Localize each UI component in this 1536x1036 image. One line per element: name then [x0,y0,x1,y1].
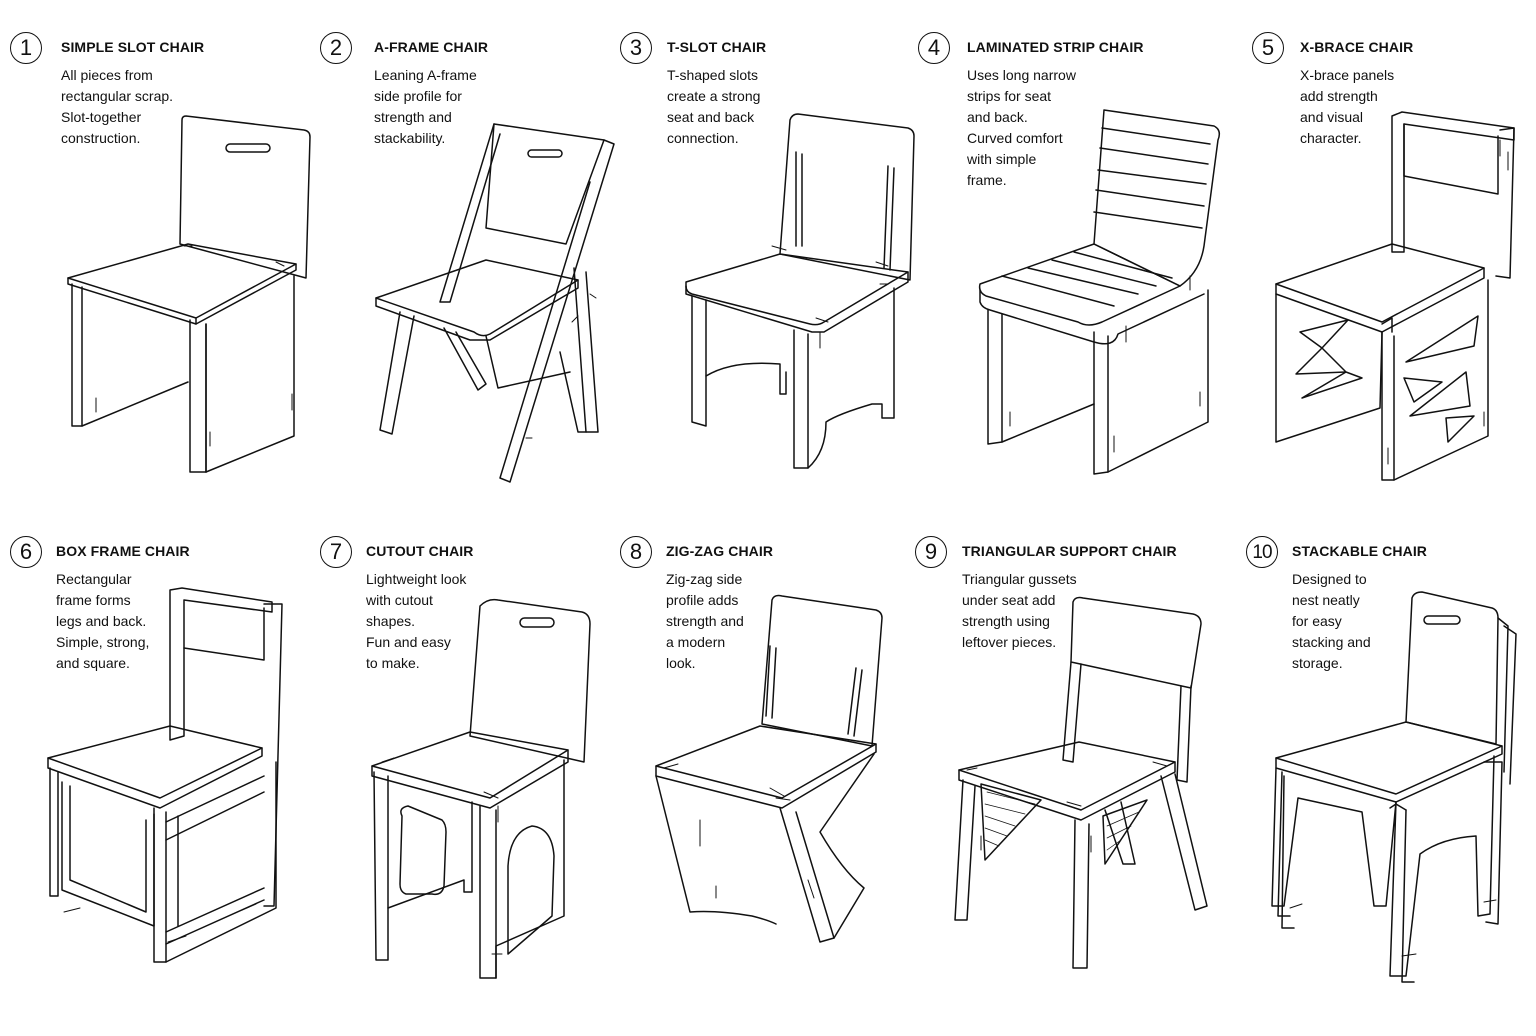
description-line: seat and back [667,109,755,125]
chair-illustration [685,113,915,469]
chair-description: T-shaped slots create a strong seat and … [667,65,837,149]
description-line: strength using [962,613,1050,629]
description-line: a modern [666,634,726,650]
chair-title: BOX FRAME CHAIR [56,543,190,559]
description-line: character. [1300,130,1362,146]
description-line: look. [666,655,696,671]
description-line: profile adds [666,592,739,608]
chair-card-7: 7 CUTOUT CHAIR Lightweight look with cut… [320,536,620,1036]
chair-description: Designed to nest neatly for easy stackin… [1292,569,1462,674]
chair-title: T-SLOT CHAIR [667,39,767,55]
step-number-badge: 6 [10,536,42,568]
description-line: T-shaped slots [667,67,759,83]
chair-title: LAMINATED STRIP CHAIR [967,39,1144,55]
description-line: connection. [667,130,739,146]
chair-illustration [371,598,591,979]
description-line: with simple [967,151,1037,167]
chair-description: Rectangular frame forms legs and back. S… [56,569,226,674]
description-line: under seat add [962,592,1056,608]
step-number-badge: 8 [620,536,652,568]
chair-description: Zig-zag side profile adds strength and a… [666,569,836,674]
step-number-badge: 5 [1252,32,1284,64]
description-line: and visual [1300,109,1364,125]
chair-card-10: 10 STACKABLE CHAIR Designed to nest neat… [1246,536,1536,1036]
description-line: side profile for [374,88,462,104]
chair-title: CUTOUT CHAIR [366,543,474,559]
chair-card-4: 4 LAMINATED STRIP CHAIR Uses long narrow… [918,32,1221,532]
description-line: and back. [967,109,1028,125]
chair-title: TRIANGULAR SUPPORT CHAIR [962,543,1177,559]
description-line: and square. [56,655,130,671]
chair-illustration [978,109,1221,475]
description-line: strength and [374,109,452,125]
description-line: storage. [1292,655,1343,671]
step-number-badge: 2 [320,32,352,64]
chair-title: STACKABLE CHAIR [1292,543,1428,559]
chair-card-5: 5 X-BRACE CHAIR X-brace panels add stren… [1252,32,1536,532]
step-number-badge: 7 [320,536,352,568]
chair-illustration [655,594,883,943]
chair-description: X-brace panels add strength and visual c… [1300,65,1470,149]
description-line: legs and back. [56,613,147,629]
description-line: Curved comfort [967,130,1063,146]
chair-illustration [375,123,615,483]
description-line: shapes. [366,613,416,629]
chair-title: X-BRACE CHAIR [1300,39,1414,55]
chair-title: A-FRAME CHAIR [374,39,489,55]
description-line: Lightweight look [366,571,467,587]
chair-description: All pieces from rectangular scrap. Slot-… [61,65,231,149]
description-line: create a strong [667,88,761,104]
description-line: rectangular scrap. [61,88,174,104]
description-line: to make. [366,655,420,671]
description-line: frame. [967,172,1007,188]
step-number-badge: 9 [915,536,947,568]
description-line: Rectangular [56,571,132,587]
description-line: Designed to [1292,571,1367,587]
step-number-badge: 3 [620,32,652,64]
description-line: Fun and easy [366,634,451,650]
chair-card-1: 1 SIMPLE SLOT CHAIR All pieces from rect… [10,32,311,532]
step-number-badge: 10 [1246,536,1278,568]
chair-description: Uses long narrow strips for seat and bac… [967,65,1137,191]
description-line: with cutout [366,592,433,608]
description-line: strips for seat [967,88,1052,104]
chair-title: SIMPLE SLOT CHAIR [61,39,205,55]
description-line: Zig-zag side [666,571,743,587]
description-line: X-brace panels [1300,67,1395,83]
chair-card-6: 6 BOX FRAME CHAIR Rectangular frame form… [10,536,310,1036]
description-line: frame forms [56,592,131,608]
step-number-badge: 4 [918,32,950,64]
chair-illustration [1271,591,1517,983]
description-line: construction. [61,130,141,146]
chair-illustration [47,587,283,963]
chair-description: Lightweight look with cutout shapes. Fun… [366,569,536,674]
chair-card-3: 3 T-SLOT CHAIR T-shaped slots create a s… [620,32,920,532]
description-line: leftover pieces. [962,634,1057,650]
chair-title: ZIG-ZAG CHAIR [666,543,774,559]
chair-card-9: 9 TRIANGULAR SUPPORT CHAIR Triangular gu… [915,536,1215,1036]
chair-illustration [1275,111,1515,481]
chair-illustration [954,596,1208,969]
description-line: Triangular gussets [962,571,1077,587]
description-line: stacking and [1292,634,1371,650]
description-line: Uses long narrow [967,67,1076,83]
chair-illustration [67,115,311,473]
chair-card-8: 8 ZIG-ZAG CHAIR Zig-zag side profile add… [620,536,920,1036]
chair-description: Leaning A-frame side profile for strengt… [374,65,544,149]
description-line: Simple, strong, [56,634,150,650]
description-line: add strength [1300,88,1378,104]
description-line: for easy [1292,613,1342,629]
step-number-badge: 1 [10,32,42,64]
chair-description: Triangular gussets under seat add streng… [962,569,1132,653]
description-line: Slot-together [61,109,142,125]
description-line: Leaning A-frame [374,67,477,83]
description-line: All pieces from [61,67,153,83]
description-line: strength and [666,613,744,629]
description-line: stackability. [374,130,446,146]
chair-card-2: 2 A-FRAME CHAIR Leaning A-frame side pro… [320,32,620,532]
description-line: nest neatly [1292,592,1360,608]
